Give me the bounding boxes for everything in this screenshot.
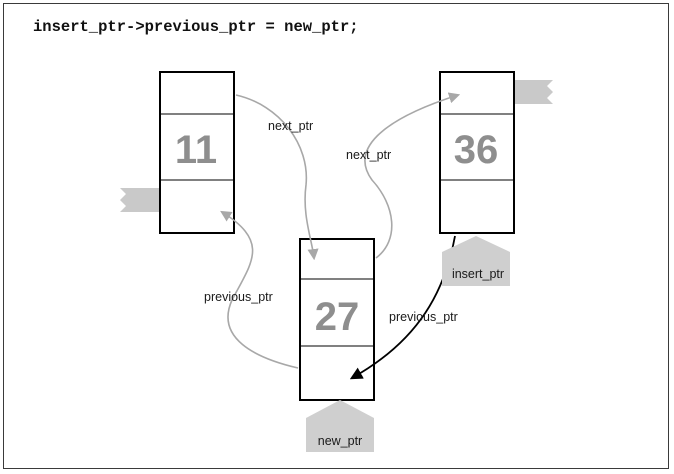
- insert-ptr-pointer-shape: [442, 236, 510, 286]
- next-ptr-arrow-11-to-27: [235, 94, 319, 261]
- node-36: 36: [439, 71, 515, 234]
- node-27-value: 27: [315, 295, 360, 339]
- next-ptr-arrow-27-to-36: [364, 92, 461, 259]
- previous-ptr-label-left: previous_ptr: [204, 290, 273, 304]
- code-statement: insert_ptr->previous_ptr = new_ptr;: [33, 18, 359, 36]
- outgoing-pointer-stub-right: [515, 80, 553, 104]
- new-ptr-pointer-shape: [306, 400, 374, 452]
- next-ptr-label-left: next_ptr: [268, 119, 313, 133]
- insert-ptr-label: insert_ptr: [452, 267, 504, 281]
- next-ptr-label-right: next_ptr: [346, 148, 391, 162]
- node-11: 11: [159, 71, 235, 234]
- previous-ptr-label-right: previous_ptr: [389, 310, 458, 324]
- incoming-pointer-stub-left: [120, 188, 160, 212]
- node-27: 27: [299, 238, 375, 401]
- node-36-value: 36: [454, 128, 499, 172]
- new-ptr-label: new_ptr: [318, 434, 362, 448]
- previous-ptr-arrow-27-to-11: [220, 210, 299, 369]
- node-11-value: 11: [175, 128, 217, 172]
